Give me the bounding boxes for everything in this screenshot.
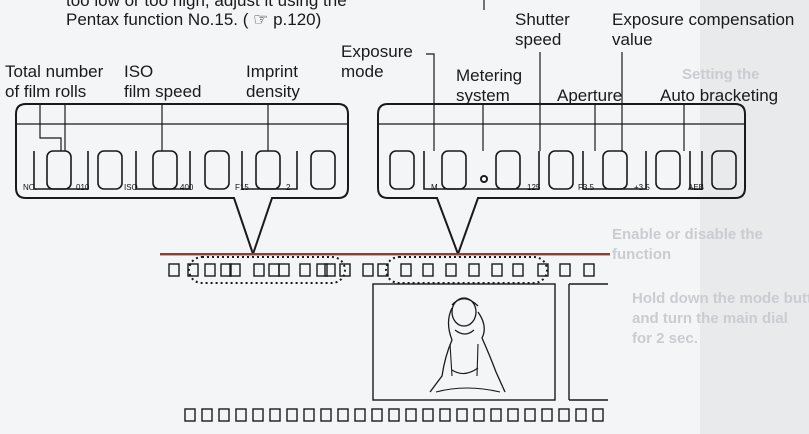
imprint-label-2: 2 xyxy=(286,183,291,192)
bottom-sprocket-row xyxy=(185,409,603,421)
imprint-label-aeb: AEB xyxy=(688,183,704,192)
imprint-label-f35: F3.5 xyxy=(578,183,595,192)
imprint-label-010: 010 xyxy=(76,183,90,192)
imprint-label-iso: ISO xyxy=(124,183,138,192)
imprint-label-ec: +3.5 xyxy=(634,183,650,192)
imprint-label-f15: F15 xyxy=(235,183,249,192)
imprint-label-125: 125 xyxy=(527,183,541,192)
imprint-label-no: NO. xyxy=(23,183,37,192)
imprint-label-400: 400 xyxy=(180,183,194,192)
imprint-label-m: M xyxy=(431,183,438,192)
